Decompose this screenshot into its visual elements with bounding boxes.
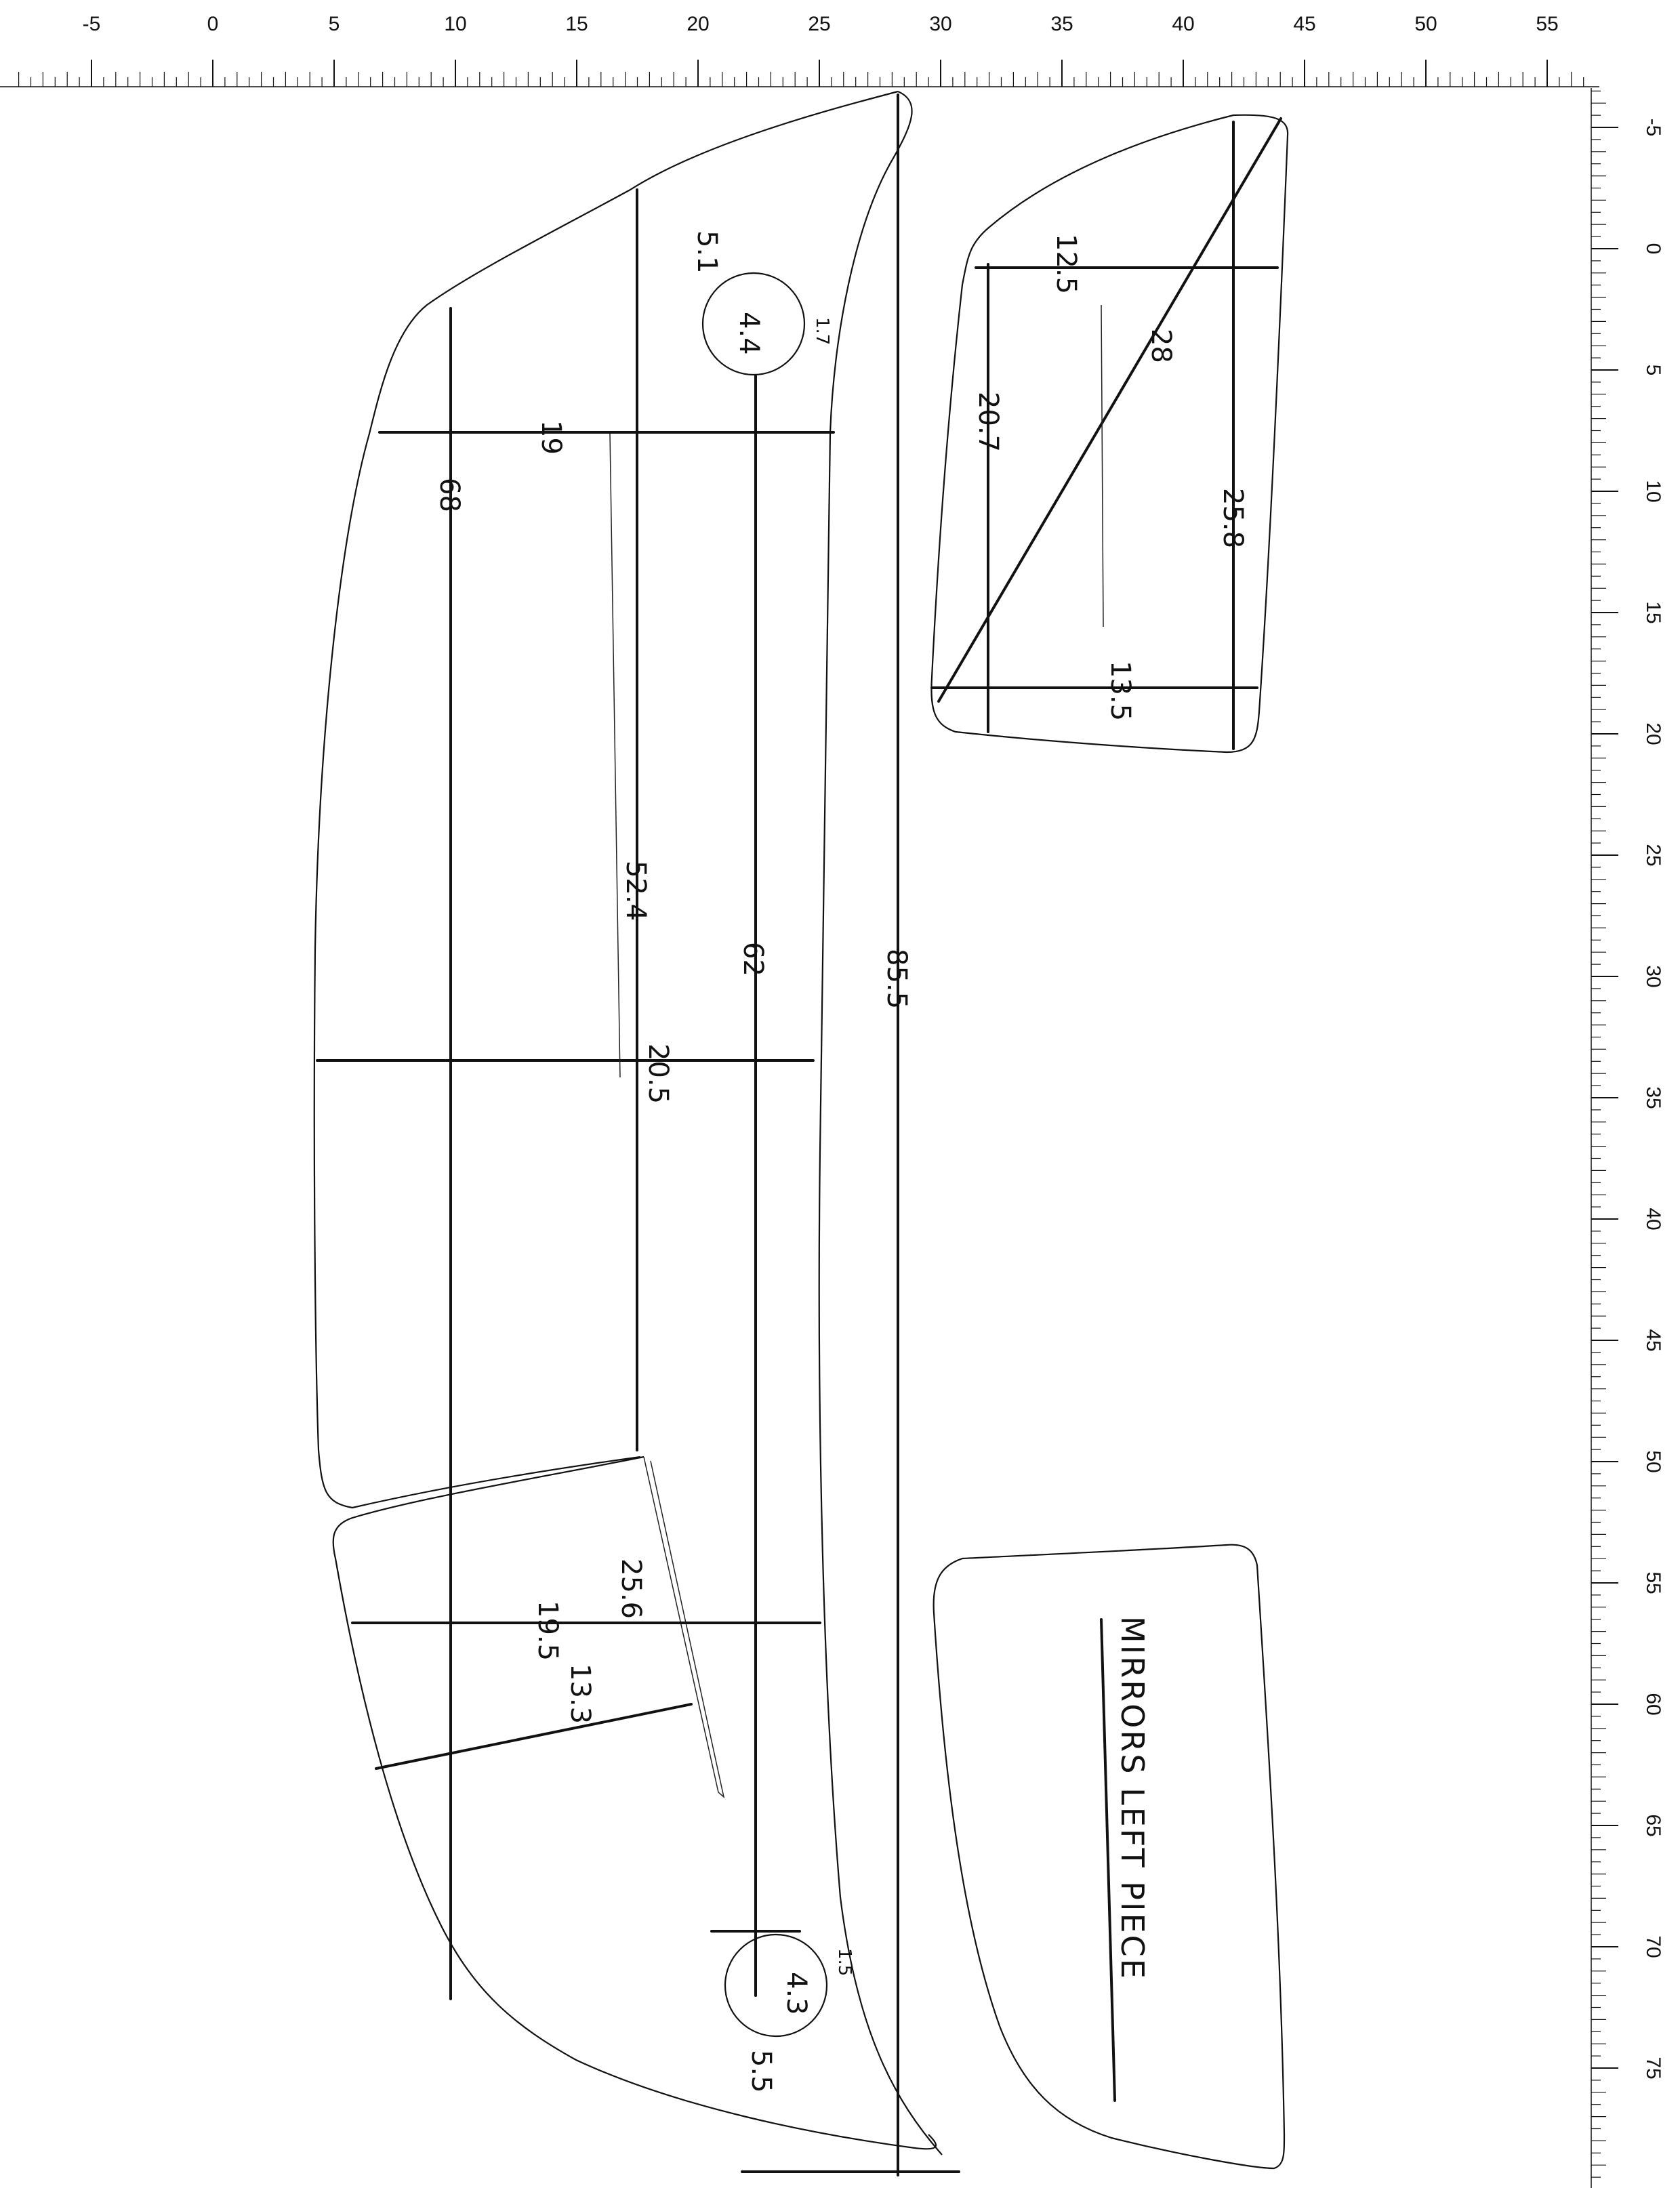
dim-label-25-6: 25.6 (615, 1559, 647, 1619)
upper-right-piece: 12.5 28 20.7 25.8 13.5 (930, 114, 1289, 754)
top-ruler-label: 5 (329, 13, 340, 35)
right-ruler-label: 5 (1642, 365, 1664, 376)
top-ruler-label: 55 (1536, 13, 1558, 35)
hole-top (701, 272, 806, 376)
dim-label-52-4: 52.4 (620, 861, 651, 921)
dim-line-13-3 (375, 1703, 693, 1770)
right-ruler-label: 20 (1642, 722, 1664, 745)
right-ruler-label: 50 (1642, 1450, 1664, 1472)
right-ruler-label: 40 (1642, 1207, 1664, 1230)
dim-label-19-5: 19.5 (532, 1601, 563, 1661)
top-ruler-labels: -5 0 5 10 15 20 25 30 35 40 45 50 55 (83, 13, 1559, 35)
right-ruler-label: 70 (1642, 1935, 1664, 1958)
guide-line (609, 433, 621, 1078)
dim-label-20-5: 20.5 (642, 1044, 674, 1104)
label-piece-outline (933, 1544, 1286, 2170)
dim-label-28: 28 (1145, 329, 1176, 363)
dim-label-19: 19 (535, 420, 567, 455)
top-ruler-label: 35 (1050, 13, 1073, 35)
right-ruler-label: 15 (1642, 601, 1664, 623)
top-ruler-label: 45 (1293, 13, 1315, 35)
dim-label-4-4: 4.4 (733, 312, 764, 355)
dim-label-13-5: 13.5 (1105, 661, 1136, 721)
dim-label-12-5: 12.5 (1050, 234, 1082, 294)
dim-label-5-1: 5.1 (691, 230, 722, 274)
dim-label-1-7: 1.7 (812, 317, 832, 345)
label-piece: MIRRORS LEFT PIECE (933, 1544, 1286, 2170)
top-ruler-label: 25 (808, 13, 830, 35)
dim-label-85-5: 85.5 (881, 949, 912, 1009)
right-ruler-label: 60 (1642, 1693, 1664, 1715)
right-ruler-label: 25 (1642, 844, 1664, 866)
title-underline (1100, 1618, 1116, 2102)
dim-line-28 (937, 117, 1282, 703)
top-ruler-label: 15 (565, 13, 588, 35)
main-piece: 5.1 4.4 1.7 19 68 52.4 62 85.5 20.5 (313, 90, 943, 2176)
dim-label-5-5: 5.5 (745, 2050, 777, 2093)
right-ruler-label: 55 (1642, 1571, 1664, 1594)
hole-bottom (724, 1933, 828, 2038)
top-ruler-label: 40 (1172, 13, 1194, 35)
dim-label-13-3: 13.3 (565, 1664, 596, 1724)
right-ruler-ticks (1591, 90, 1618, 2178)
right-ruler-label: -5 (1642, 119, 1664, 137)
dim-label-62: 62 (737, 942, 769, 976)
main-piece-outline (313, 90, 943, 2155)
dim-label-20-7: 20.7 (972, 392, 1004, 452)
right-ruler-label: 35 (1642, 1086, 1664, 1109)
lower-guide-wire (643, 1456, 725, 1799)
top-ruler-label: -5 (83, 13, 101, 35)
piece-title: MIRRORS LEFT PIECE (1114, 1616, 1151, 1981)
dim-label-68: 68 (434, 478, 465, 512)
right-ruler-label: 30 (1642, 965, 1664, 987)
guide-line-right (1101, 304, 1104, 627)
right-ruler-labels: -5 0 5 10 15 20 25 30 35 40 45 50 55 60 65 70 75 (1642, 119, 1664, 2080)
right-ruler-label: 45 (1642, 1329, 1664, 1351)
top-ruler-ticks (18, 60, 1584, 87)
top-ruler-label: 50 (1414, 13, 1437, 35)
right-ruler-label: 0 (1642, 243, 1664, 255)
right-ruler-label: 65 (1642, 1814, 1664, 1836)
upper-right-piece-outline (930, 114, 1289, 754)
top-ruler-label: 30 (929, 13, 951, 35)
right-ruler-label: 75 (1642, 2057, 1664, 2079)
dim-label-1-5: 1.5 (834, 1948, 855, 1976)
right-ruler: -5 0 5 10 15 20 25 30 35 40 45 50 55 60 65 70 75 (1591, 88, 1664, 2188)
lower-piece-outline (332, 1456, 937, 2150)
dim-label-4-3: 4.3 (781, 1972, 812, 2015)
dim-label-25-8: 25.8 (1217, 488, 1248, 548)
lower-piece: 25.6 19.5 13.3 4.3 1.5 5.5 (332, 1456, 960, 2173)
top-ruler-label: 10 (444, 13, 466, 35)
top-ruler: -5 0 5 10 15 20 25 30 35 40 45 50 55 (0, 13, 1599, 87)
top-ruler-label: 20 (687, 13, 709, 35)
right-ruler-label: 10 (1642, 480, 1664, 502)
top-ruler-label: 0 (207, 13, 219, 35)
